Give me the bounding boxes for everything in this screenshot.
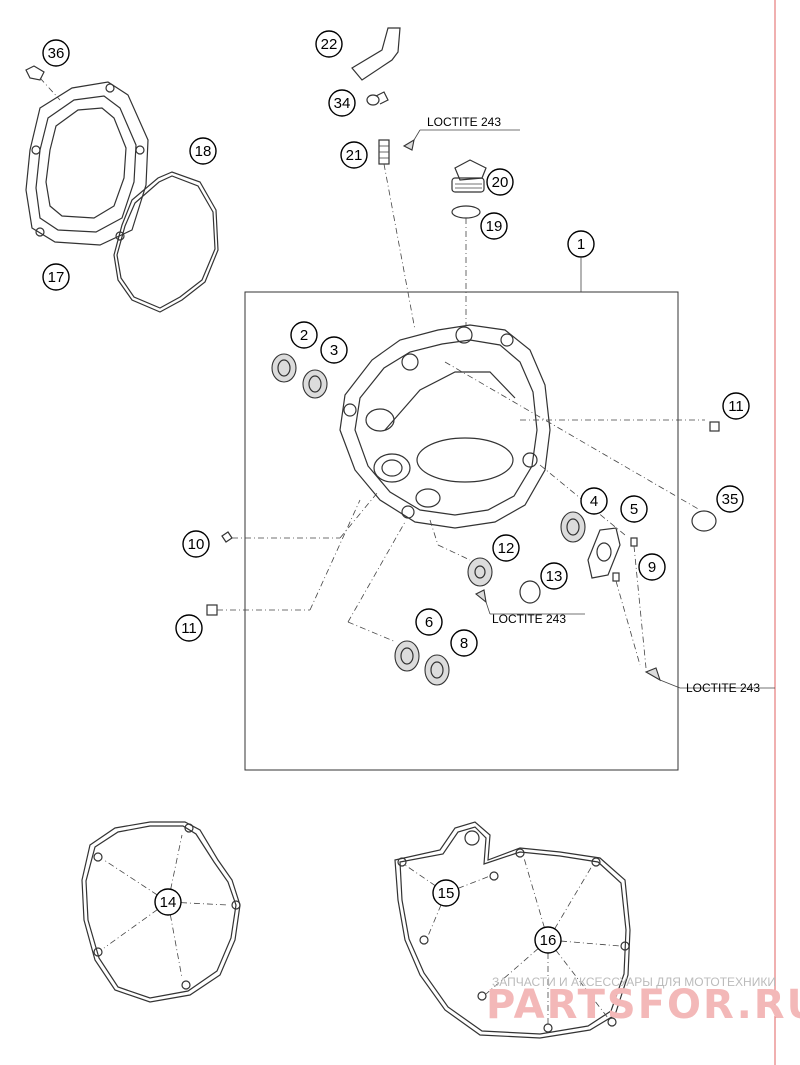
svg-text:20: 20: [492, 174, 509, 191]
svg-text:5: 5: [630, 501, 638, 518]
callout-22: 22: [315, 30, 343, 58]
loctite-label-mid: LOCTITE 243: [492, 612, 566, 626]
callout-9: 9: [638, 553, 666, 581]
seal-6: [394, 640, 420, 672]
watermark-tagline: ЗАПЧАСТИ И АКСЕССУАРЫ ДЛЯ МОТОТЕХНИКИ: [492, 975, 776, 989]
svg-text:35: 35: [722, 491, 739, 508]
o-ring-19: [451, 205, 481, 219]
svg-text:18: 18: [195, 143, 212, 160]
svg-text:4: 4: [590, 493, 598, 510]
callout-20: 20: [486, 168, 514, 196]
svg-text:17: 17: [48, 269, 65, 286]
svg-text:36: 36: [48, 45, 65, 62]
svg-text:21: 21: [346, 147, 363, 164]
svg-text:1: 1: [577, 236, 585, 253]
bearing-3: [302, 369, 328, 399]
callout-11-left: 11: [175, 614, 203, 642]
o-ring-35: [691, 510, 717, 532]
dowel-10: [221, 531, 233, 543]
svg-text:34: 34: [334, 95, 351, 112]
callout-21: 21: [340, 141, 368, 169]
bearing-8: [424, 654, 450, 686]
watermark-brand: PARTSFOR.RU: [486, 982, 800, 1028]
svg-text:16: 16: [540, 932, 557, 949]
fitting-21: [378, 139, 416, 331]
callout-18: 18: [189, 137, 217, 165]
callout-36: 36: [42, 39, 70, 67]
callout-1: 1: [567, 230, 595, 258]
svg-text:3: 3: [330, 342, 338, 359]
svg-text:2: 2: [300, 327, 308, 344]
svg-text:11: 11: [181, 620, 197, 637]
clutch-cover-main: [339, 324, 551, 529]
callout-14: 14: [154, 888, 182, 916]
svg-text:15: 15: [438, 885, 455, 902]
svg-text:19: 19: [486, 218, 503, 235]
loctite-drop-top: [402, 138, 415, 151]
plate-5: [587, 527, 621, 579]
svg-text:12: 12: [498, 540, 515, 557]
svg-text:14: 14: [160, 894, 177, 911]
dowel-11-left: [206, 604, 218, 616]
svg-text:9: 9: [648, 559, 656, 576]
gasket-15-16: [394, 821, 631, 1039]
assembly-frame: [244, 291, 679, 771]
callout-6: 6: [415, 608, 443, 636]
callout-17: 17: [42, 263, 70, 291]
svg-text:8: 8: [460, 635, 468, 652]
circlip-13: [519, 580, 541, 604]
callout-12: 12: [492, 534, 520, 562]
seal-2: [271, 353, 297, 383]
bolt-9: [612, 537, 647, 669]
svg-text:13: 13: [546, 568, 563, 585]
loctite-label-top: LOCTITE 243: [427, 115, 501, 129]
callout-2: 2: [290, 321, 318, 349]
dowel-11-right: [709, 421, 720, 432]
callout-16: 16: [534, 926, 562, 954]
callout-13: 13: [540, 562, 568, 590]
callout-19: 19: [480, 212, 508, 240]
callout-11-right: 11: [722, 392, 750, 420]
loctite-label-right: LOCTITE 243: [686, 681, 760, 695]
callout-3: 3: [320, 336, 348, 364]
loctite-drop-right: [644, 667, 661, 682]
callout-10: 10: [182, 530, 210, 558]
callout-35: 35: [716, 485, 744, 513]
svg-text:10: 10: [188, 536, 205, 553]
bearing-4: [560, 511, 586, 543]
bolt-36: [25, 65, 61, 101]
callout-8: 8: [450, 629, 478, 657]
svg-text:6: 6: [425, 614, 433, 631]
svg-text:22: 22: [321, 36, 338, 53]
callout-4: 4: [580, 487, 608, 515]
callout-5: 5: [620, 495, 648, 523]
hose-22: [351, 27, 401, 81]
outer-clutch-cover: [25, 81, 149, 246]
bushing-12: [467, 557, 493, 587]
gasket-18: [113, 171, 219, 313]
callout-15: 15: [432, 879, 460, 907]
gasket-14: [81, 821, 241, 1003]
loctite-drop-mid: [474, 589, 487, 604]
oil-filler-plug-20: [451, 159, 487, 193]
svg-text:11: 11: [728, 398, 744, 415]
callout-34: 34: [328, 89, 356, 117]
hose-clamp-34: [366, 91, 389, 106]
